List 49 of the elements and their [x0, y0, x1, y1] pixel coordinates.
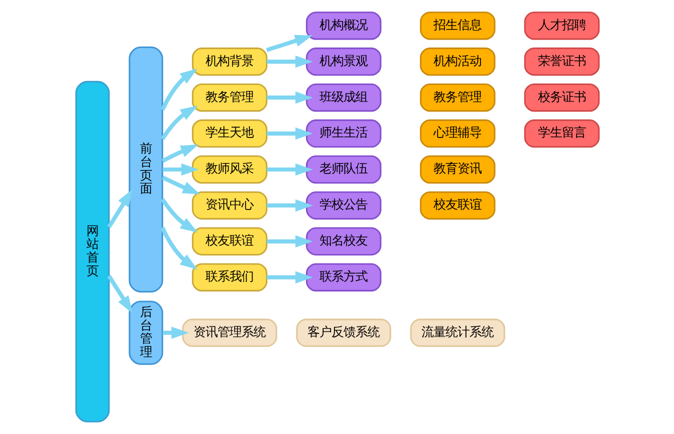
arrow	[161, 144, 198, 163]
node-box: 校友联谊	[191, 227, 267, 256]
node-box: 联系方式	[305, 263, 381, 292]
node-box: 教师风采	[191, 155, 267, 184]
node-box: 校友联谊	[419, 191, 495, 220]
node-box: 师生生活	[305, 119, 381, 148]
node-box: 网站首页	[74, 80, 110, 422]
node-box: 班级成组	[305, 83, 381, 112]
node-box: 荣誉证书	[524, 48, 600, 76]
arrow	[106, 274, 132, 314]
node-box: 心理辅导	[419, 119, 495, 148]
node-box: 老师队伍	[305, 155, 381, 184]
arrow	[266, 91, 312, 104]
arrow	[160, 106, 198, 140]
node-box: 联系我们	[191, 263, 267, 292]
node-box: 资讯管理系统	[182, 318, 277, 347]
node-box: 知名校友	[305, 227, 381, 256]
arrow	[162, 326, 188, 339]
node-box: 前台页面	[128, 46, 163, 292]
node-box: 教育资讯	[419, 155, 495, 184]
node-box: 资讯中心	[191, 191, 267, 220]
node-box: 学生留言	[524, 119, 600, 148]
node-box: 人才招聘	[524, 12, 600, 40]
node-box: 学校公告	[305, 191, 381, 220]
node-box: 机构背景	[191, 48, 267, 76]
node-box: 学生天地	[191, 119, 267, 148]
arrow	[266, 127, 312, 140]
node-box: 校务证书	[524, 83, 600, 112]
arrow	[266, 271, 312, 284]
node-box: 后台管理	[128, 300, 163, 365]
arrow	[266, 235, 312, 248]
node-box: 机构景观	[305, 48, 381, 76]
arrow	[160, 198, 198, 233]
arrow	[266, 199, 312, 212]
arrow	[266, 34, 312, 52]
node-box: 教务管理	[419, 83, 495, 112]
arrow	[161, 176, 200, 194]
arrow	[162, 163, 198, 176]
node-box: 流量统计系统	[410, 318, 505, 347]
arrow	[266, 163, 312, 176]
node-box: 招生信息	[419, 12, 495, 40]
arrow	[266, 56, 312, 68]
node-box: 机构活动	[419, 48, 495, 76]
node-box: 机构概况	[305, 12, 381, 40]
arrow	[160, 68, 198, 111]
node-box: 客户反馈系统	[296, 318, 391, 347]
node-box: 教务管理	[191, 83, 267, 112]
arrow	[106, 189, 132, 228]
arrow	[160, 226, 197, 270]
